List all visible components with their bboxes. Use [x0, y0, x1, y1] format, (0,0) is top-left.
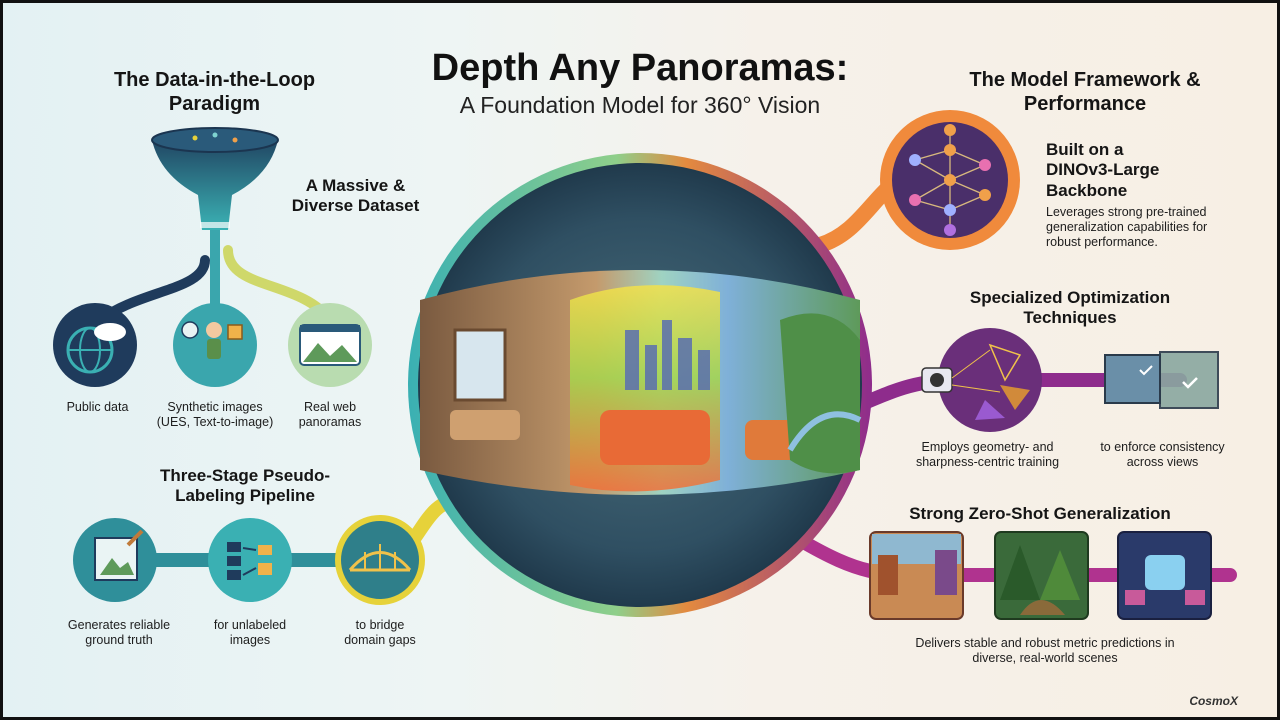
backbone-title: Built on a DINOv3-Large Backbone	[1046, 140, 1160, 200]
stage-label-unlabeled-images: for unlabeled images	[213, 618, 287, 647]
source-circle-real-web-panoramas	[288, 303, 372, 387]
stage-circle-ground-truth	[73, 518, 157, 602]
zeroshot-description: Delivers stable and robust metric predic…	[915, 636, 1175, 665]
main-title: Depth Any Panoramas:	[431, 47, 849, 89]
stage-circle-unlabeled-images	[208, 518, 292, 602]
zeroshot-title: Strong Zero-Shot Generalization	[909, 504, 1171, 523]
optimization-title: Specialized Optimization Techniques	[969, 288, 1171, 328]
right-section-title: The Model Framework & Performance	[969, 69, 1201, 115]
left-section-title: The Data-in-the-Loop Paradigm	[113, 69, 316, 115]
stage-label-ground-truth: Generates reliable ground truth	[67, 618, 171, 647]
scene-thumbnail-forest	[994, 531, 1089, 620]
stage-label-domain-gaps: to bridge domain gaps	[344, 618, 416, 647]
backbone-description: Leverages strong pre-trained generalizat…	[1046, 205, 1208, 249]
pipeline-title: Three-Stage Pseudo-Labeling Pipeline	[159, 466, 331, 506]
source-label-real-web-panoramas: Real web panoramas	[298, 400, 362, 429]
source-label-public-data: Public data	[66, 400, 129, 414]
optimization-caption-consistency: to enforce consistency across views	[1100, 440, 1225, 469]
scene-thumbnail-city-street	[869, 531, 964, 620]
scene-thumbnail-spaceship-corridor	[1117, 531, 1212, 620]
stage-circle-domain-gaps	[335, 515, 425, 605]
panorama-sphere	[408, 153, 872, 617]
consistency-views-icon	[1104, 351, 1219, 409]
main-subtitle: A Foundation Model for 360° Vision	[459, 92, 821, 118]
neural-network-backbone-icon	[880, 110, 1020, 250]
source-circle-synthetic-images	[173, 303, 257, 387]
optimization-caption-geometry: Employs geometry- and sharpness-centric …	[915, 440, 1060, 469]
source-label-synthetic-images: Synthetic images (UES, Text-to-image)	[156, 400, 274, 429]
dataset-title: A Massive & Diverse Dataset	[291, 176, 420, 216]
camera-geometry-icon	[921, 328, 1042, 432]
brand-watermark: CosmoX	[1189, 694, 1238, 708]
source-circle-public-data	[53, 303, 137, 387]
data-funnel-icon	[151, 127, 279, 230]
